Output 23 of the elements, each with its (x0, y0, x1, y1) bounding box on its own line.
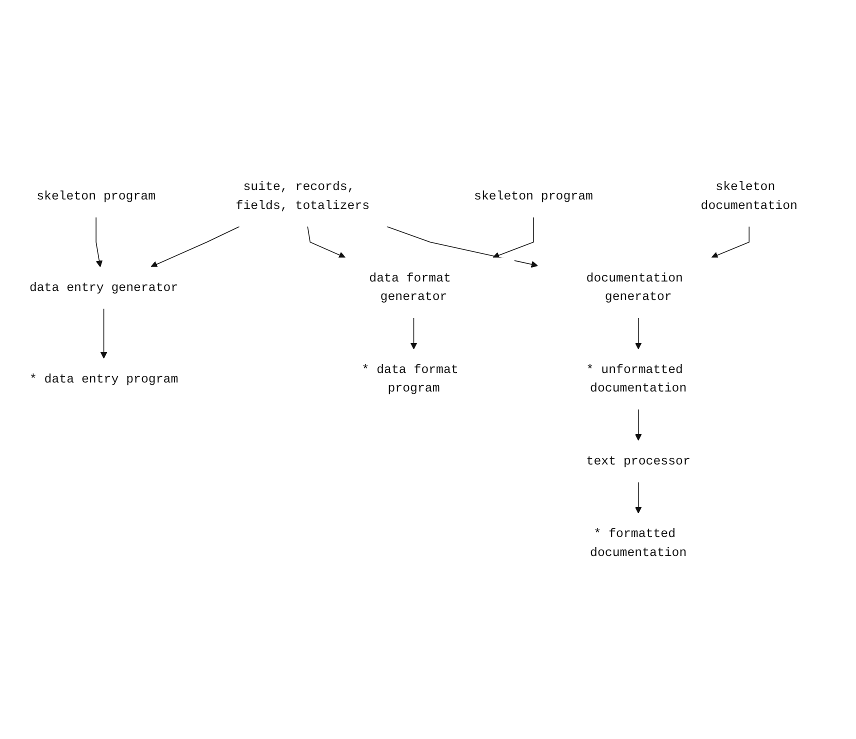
node-text: data entry generator (29, 280, 178, 294)
arrow (492, 216, 534, 258)
arrow (386, 226, 538, 268)
arrow (150, 226, 240, 268)
arrow (711, 226, 750, 258)
node-text: * data entry program (29, 372, 178, 386)
arrow (100, 308, 108, 358)
node-text: text processor (586, 454, 690, 468)
node-text: skeleton program (36, 189, 156, 203)
arrow (634, 408, 642, 440)
node-text: * unformatted documentation (586, 362, 687, 396)
node-text: * formatted documentation (590, 526, 687, 560)
node-text: * data format program (362, 362, 458, 396)
arrow (96, 216, 103, 267)
arrow (634, 481, 642, 514)
node-text: data format generator (369, 271, 451, 304)
node-text: suite, records, fields, totalizers (236, 180, 370, 212)
arrow (410, 317, 418, 349)
node-text: skeleton documentation (700, 180, 798, 212)
arrow (307, 226, 346, 258)
node-text: skeleton program (474, 189, 593, 203)
node-text: documentation generator (586, 271, 683, 304)
arrow (634, 317, 642, 349)
